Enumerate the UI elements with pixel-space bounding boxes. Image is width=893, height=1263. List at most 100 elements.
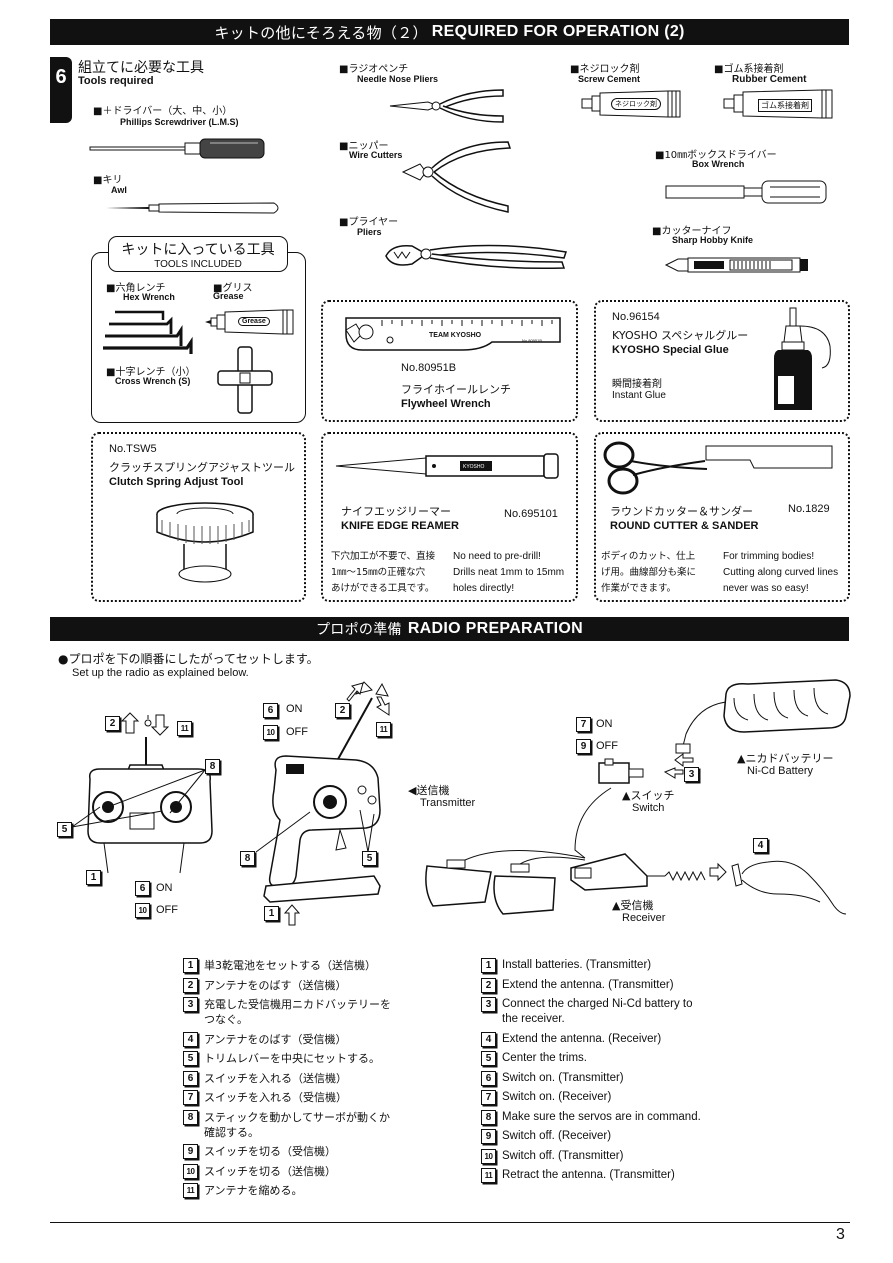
- header-banner: キットの他にそろえる物（２） REQUIRED FOR OPERATION (2…: [50, 19, 849, 45]
- sander-illustration: [705, 445, 833, 469]
- flywheel-wrench-box: [321, 300, 578, 422]
- receiver-label-en: Receiver: [622, 912, 666, 924]
- screw-cement-label-jp: ■ネジロック剤: [570, 64, 640, 75]
- step-badge-2: 2: [105, 716, 120, 731]
- cross-wrench-label-jp: ■十字レンチ（小）: [106, 367, 196, 378]
- radio-intro-en: Set up the radio as explained below.: [72, 667, 249, 679]
- grease-label-jp: ■グリス: [213, 283, 253, 294]
- clutch-tool-illustration: [156, 502, 254, 583]
- step-number-badge: 4: [481, 1031, 496, 1047]
- awl-label-en: Awl: [111, 185, 127, 195]
- step-text: スイッチを入れる（送信機）: [204, 1071, 347, 1085]
- step-number-badge: 9: [481, 1129, 496, 1144]
- wire-cutters-illustration: [401, 141, 512, 213]
- header-title-en: REQUIRED FOR OPERATION (2): [431, 23, 685, 40]
- cutter-desc-jp: ボディのカット、仕上 げ用。曲線部分も楽に 作業ができます。: [601, 549, 696, 597]
- cutter-name-jp: ラウンドカッター＆サンダー: [610, 505, 753, 518]
- rubber-cement-label-en: Rubber Cement: [732, 74, 807, 85]
- radio-banner-jp: プロポの準備: [316, 622, 402, 638]
- receiver-wiring-illustration: [425, 787, 706, 915]
- hex-wrench-label-en: Hex Wrench: [123, 292, 175, 302]
- step-text: スイッチを切る（送信機）: [204, 1164, 336, 1178]
- step-number-badge: 7: [183, 1090, 198, 1105]
- step-badge-4: 4: [753, 838, 768, 853]
- callout-lines-2: [255, 809, 375, 853]
- step-badge-3: 3: [684, 767, 699, 782]
- awl-label-jp: ■キリ: [93, 175, 123, 186]
- step-text: Switch off. (Receiver): [502, 1130, 612, 1142]
- step-text: Install batteries. (Transmitter): [502, 959, 652, 971]
- step-number-badge: 7: [481, 1090, 496, 1105]
- step-number-badge: 11: [481, 1168, 496, 1183]
- cutter-desc-en-line: Cutting along curved lines: [723, 567, 839, 578]
- reamer-illustration: [335, 453, 559, 479]
- step-number-badge: 5: [183, 1051, 198, 1066]
- hex-wrench-label-jp: ■六角レンチ: [106, 283, 166, 294]
- header-title-jp: キットの他にそろえる物（２）: [214, 23, 428, 42]
- tools-title-en: Tools required: [78, 75, 154, 87]
- glue-name-jp: KYOSHO スペシャルグルー: [612, 329, 749, 342]
- step-number-badge: 5: [481, 1051, 496, 1066]
- flywheel-wrench-part-number: No.80951B: [522, 338, 543, 343]
- step-number-badge: 2: [183, 977, 198, 993]
- flywheel-name-jp: フライホイールレンチ: [401, 383, 511, 396]
- step-text: スティックを動かしてサーボが動くか 確認する。: [204, 1110, 391, 1139]
- off-label-3: OFF: [596, 740, 618, 752]
- glue-sub-jp: 瞬間接着剤: [612, 379, 662, 390]
- cross-wrench-illustration: [217, 346, 273, 414]
- reamer-desc-jp: 下穴加工が不要で、直接 1㎜〜15㎜の正確な穴 あけができる工具です。: [331, 549, 435, 597]
- step-badge-5: 5: [57, 822, 72, 837]
- step-badge-1: 1: [86, 870, 101, 885]
- needle-nose-pliers-illustration: [389, 89, 504, 123]
- radio-banner: プロポの準備 RADIO PREPARATION: [50, 617, 849, 641]
- glue-bottle-illustration: [774, 307, 831, 410]
- step-number-badge: 8: [481, 1109, 496, 1125]
- reamer-desc-en: No need to pre-drill! Drills neat 1mm to…: [453, 549, 564, 597]
- receiver-antenna-illustration: [709, 860, 847, 915]
- needle-nose-label-jp: ■ラジオペンチ: [339, 64, 409, 75]
- step-badge-2: 2: [335, 703, 350, 718]
- tools-included-title: キットに入っている工具 TOOLS INCLUDED: [108, 236, 288, 272]
- stick-transmitter-illustration: [87, 737, 213, 874]
- step-badge-6: 6: [135, 881, 150, 896]
- pliers-illustration: [385, 244, 567, 270]
- clutch-number: No.TSW5: [109, 443, 157, 455]
- reamer-name-jp: ナイフエッジリーマー: [341, 505, 451, 518]
- step-number-badge: 10: [183, 1163, 198, 1179]
- battery-label-jp: ▲ニカドバッテリー: [737, 752, 834, 765]
- step-badge-5: 5: [362, 851, 377, 866]
- step-item: 11 Retract the antenna. (Transmitter): [481, 1168, 675, 1183]
- clutch-tool-box: [91, 432, 306, 602]
- step-number-badge: 8: [183, 1109, 198, 1125]
- step-item: 9 Switch off. (Receiver): [481, 1129, 611, 1144]
- switch-label-en: Switch: [632, 802, 665, 814]
- step-text: Center the trims.: [502, 1052, 587, 1064]
- clutch-name-jp: クラッチスプリングアジャストツール: [109, 461, 296, 474]
- reamer-box: [321, 432, 578, 602]
- tools-title-jp: 組立てに必要な工具: [78, 60, 204, 76]
- cutter-desc-en-line: For trimming bodies!: [723, 551, 815, 562]
- special-glue-box: [594, 300, 850, 422]
- needle-nose-label-en: Needle Nose Pliers: [357, 74, 439, 84]
- hobby-knife-illustration: [664, 257, 808, 273]
- antenna-arrows-2: [346, 682, 390, 716]
- cutter-desc-jp-line: 作業ができます。: [601, 583, 677, 594]
- step-number-badge: 3: [481, 997, 496, 1012]
- page-number: 3: [836, 1226, 845, 1243]
- step-badge-11: 11: [177, 721, 192, 736]
- connect-arrows-icon: [663, 753, 694, 779]
- cutter-desc-jp-line: げ用。曲線部分も楽に: [601, 567, 697, 578]
- cutter-name-en: ROUND CUTTER & SANDER: [610, 520, 759, 532]
- flywheel-wrench-illustration: [345, 317, 561, 351]
- step-text: Retract the antenna. (Transmitter): [502, 1169, 675, 1181]
